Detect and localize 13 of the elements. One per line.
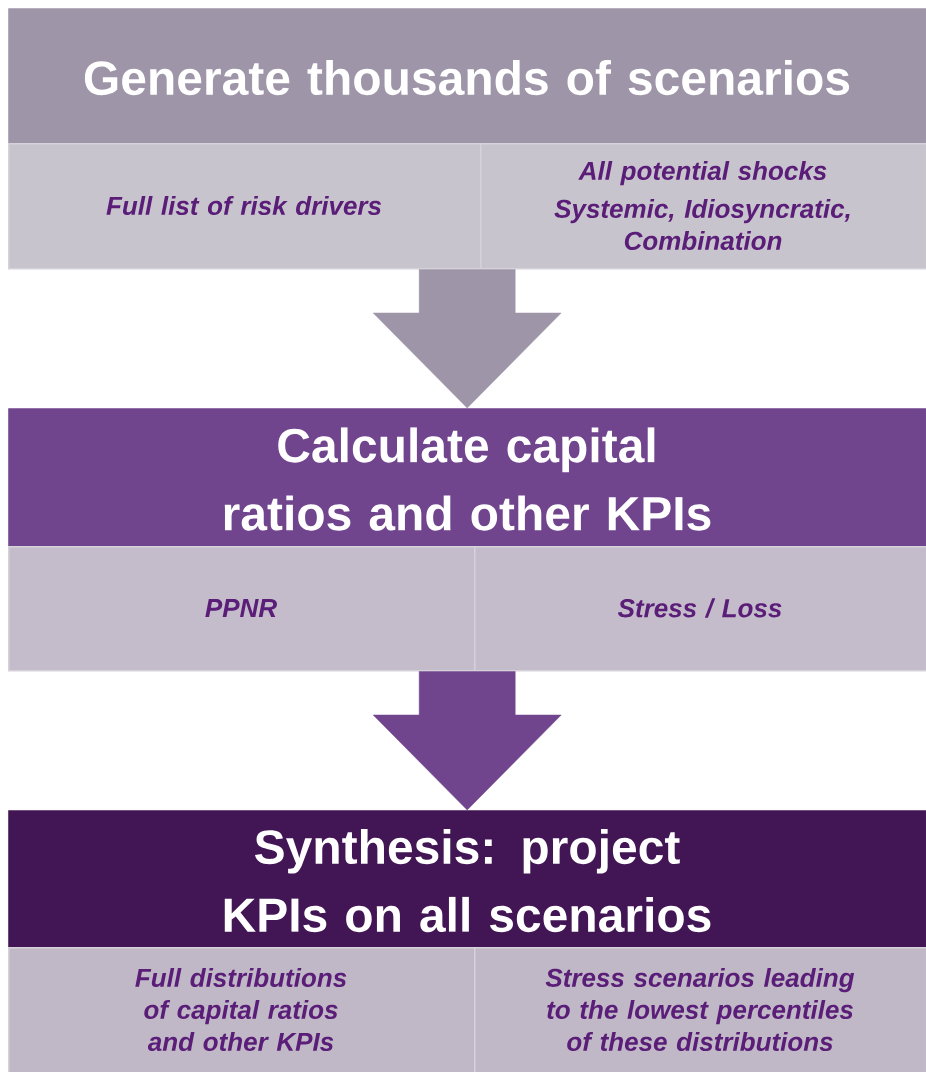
detail-box: Stress / Loss [474,546,926,672]
node-label: All potential shocks [578,160,827,186]
block-arrow [372,269,562,409]
stage-header-band: Calculate capital ratios and other KPIs [8,408,926,547]
block-arrow [372,671,562,811]
stage-header-band: Synthesis: project KPIs on all scenarios [8,810,926,948]
detail-box: Stress scenarios leading to the lowest percentiles of these distributions [474,947,926,1072]
detail-box: Full distributions of capital ratios and other KPIs [8,947,476,1072]
detail-box: PPNR [8,546,476,672]
detail-box: All potential shocks Systemic, Idiosyncratic, Combination [480,143,926,270]
node-label: Systemic, Idiosyncratic, Combination [554,198,850,251]
stage-header-band: Generate thousands of scenarios [8,8,926,144]
detail-box: Full list of risk drivers [8,143,482,270]
